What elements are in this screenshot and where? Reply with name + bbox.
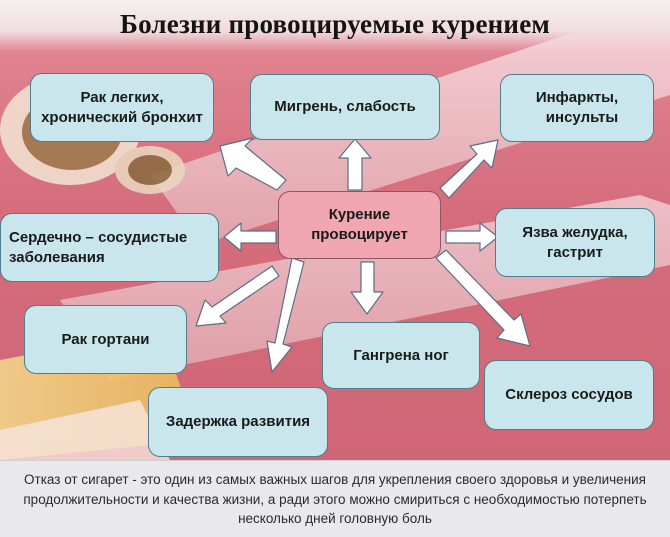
center-line2: провоцирует xyxy=(311,226,408,243)
node-migraine-line1: Мигрень, слабость xyxy=(274,98,416,115)
node-lung-cancer: Рак легких, хронический бронхит xyxy=(30,73,214,142)
node-ulcer-line2: гастрит xyxy=(546,243,603,261)
node-lung-cancer-line1: Рак легких, xyxy=(80,88,164,106)
node-delay-line1: Задержка развития xyxy=(165,413,311,430)
node-cardiovascular-line2: заболевания xyxy=(9,248,105,266)
node-cardiovascular: Сердечно – сосудистые заболевания xyxy=(0,213,219,282)
page-title: Болезни провоцируемые курением xyxy=(120,9,550,39)
node-gangrene-line1: Гангрена ног xyxy=(353,346,449,364)
node-sclerosis: Склероз сосудов xyxy=(484,360,654,430)
node-heart-attacks-line2: инсульты xyxy=(545,109,619,126)
node-ulcer-line1: Язва желудка, xyxy=(522,223,628,241)
diagram-stage: Болезни провоцируемые курением Курен xyxy=(0,0,670,460)
node-larynx-cancer-line1: Рак гортани xyxy=(61,330,150,348)
center-node-smoking: Курение провоцирует xyxy=(278,191,441,259)
footer-text: Отказ от сигарет - это один из самых важ… xyxy=(23,472,647,526)
node-heart-attacks: Инфаркты, инсульты xyxy=(500,74,654,142)
node-cardiovascular-line1: Сердечно – сосудистые xyxy=(9,228,188,246)
footer-caption: Отказ от сигарет - это один из самых важ… xyxy=(0,460,670,537)
node-heart-attacks-line1: Инфаркты, xyxy=(535,89,619,106)
node-ulcer: Язва желудка, гастрит xyxy=(495,208,655,277)
node-gangrene: Гангрена ног xyxy=(322,322,480,389)
title-band xyxy=(0,0,670,52)
node-sclerosis-line1: Склероз сосудов xyxy=(505,386,633,403)
node-larynx-cancer: Рак гортани xyxy=(24,305,187,374)
center-line1: Курение xyxy=(328,206,391,223)
node-delay: Задержка развития xyxy=(148,387,328,457)
node-lung-cancer-line2: хронический бронхит xyxy=(41,108,203,126)
node-migraine: Мигрень, слабость xyxy=(250,74,440,140)
